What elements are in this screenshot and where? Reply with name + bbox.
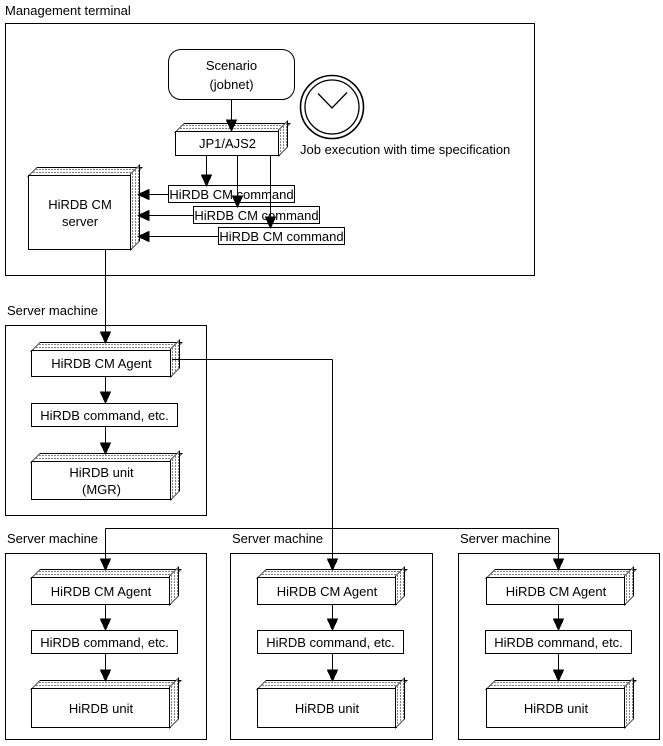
scenario-line2: (jobnet) bbox=[209, 76, 254, 92]
cm-agent-node-3: HiRDB CM Agent bbox=[257, 577, 397, 605]
cm-server-line1: HiRDB CM bbox=[48, 196, 112, 212]
hirdb-cm-server-node: HiRDB CM server bbox=[28, 175, 132, 250]
hirdb-unit-mgr-line2: (MGR) bbox=[82, 481, 121, 497]
hirdb-command-label-1: HiRDB command, etc. bbox=[40, 407, 169, 423]
cm-agent-label-4: HiRDB CM Agent bbox=[505, 583, 607, 599]
hirdb-command-node-3: HiRDB command, etc. bbox=[257, 630, 404, 654]
hirdb-unit-label-2: HiRDB unit bbox=[68, 700, 134, 716]
scenario-line1: Scenario bbox=[205, 57, 258, 73]
hirdb-unit-mgr-node: HiRDB unit (MGR) bbox=[31, 461, 172, 500]
server-machine-2-label: Server machine bbox=[7, 531, 99, 546]
hirdb-unit-node-3: HiRDB unit bbox=[257, 688, 397, 728]
cm-command-node-1: HiRDB CM command bbox=[168, 185, 295, 203]
hirdb-command-label-2: HiRDB command, etc. bbox=[40, 634, 169, 650]
hirdb-command-label-4: HiRDB command, etc. bbox=[494, 634, 623, 650]
cm-server-line2: server bbox=[61, 213, 99, 229]
hirdb-command-node-1: HiRDB command, etc. bbox=[31, 403, 178, 427]
server-machine-1-label: Server machine bbox=[7, 303, 99, 318]
clock-caption: Job execution with time specification bbox=[300, 142, 511, 157]
cm-agent-node-2: HiRDB CM Agent bbox=[31, 577, 171, 605]
clock-icon bbox=[299, 74, 365, 140]
cm-command-label-3: HiRDB CM command bbox=[219, 228, 344, 244]
server-machine-4-label: Server machine bbox=[460, 531, 552, 546]
server-machine-3-label: Server machine bbox=[232, 531, 324, 546]
hirdb-unit-label-4: HiRDB unit bbox=[523, 700, 589, 716]
cm-command-node-2: HiRDB CM command bbox=[193, 206, 320, 224]
hirdb-unit-node-2: HiRDB unit bbox=[31, 688, 171, 728]
cm-agent-label-2: HiRDB CM Agent bbox=[50, 583, 152, 599]
cm-command-node-3: HiRDB CM command bbox=[218, 227, 345, 245]
cm-command-label-1: HiRDB CM command bbox=[169, 186, 294, 202]
cm-agent-node-4: HiRDB CM Agent bbox=[486, 577, 626, 605]
hirdb-unit-mgr-line1: HiRDB unit bbox=[69, 464, 134, 480]
cm-agent-label-1: HiRDB CM Agent bbox=[51, 356, 152, 371]
cm-command-label-2: HiRDB CM command bbox=[194, 207, 319, 223]
hirdb-command-node-2: HiRDB command, etc. bbox=[31, 630, 178, 654]
hirdb-unit-label-3: HiRDB unit bbox=[294, 700, 360, 716]
hirdb-command-node-4: HiRDB command, etc. bbox=[485, 630, 632, 654]
cm-agent-node-1: HiRDB CM Agent bbox=[31, 350, 172, 377]
management-terminal-label: Management terminal bbox=[5, 3, 131, 18]
jp1-ajs2-label: JP1/AJS2 bbox=[198, 136, 257, 151]
hirdb-command-label-3: HiRDB command, etc. bbox=[266, 634, 395, 650]
scenario-node: Scenario (jobnet) bbox=[168, 49, 295, 100]
hirdb-unit-node-4: HiRDB unit bbox=[486, 688, 626, 728]
cm-agent-label-3: HiRDB CM Agent bbox=[276, 583, 378, 599]
jp1-ajs2-node: JP1/AJS2 bbox=[175, 131, 280, 156]
